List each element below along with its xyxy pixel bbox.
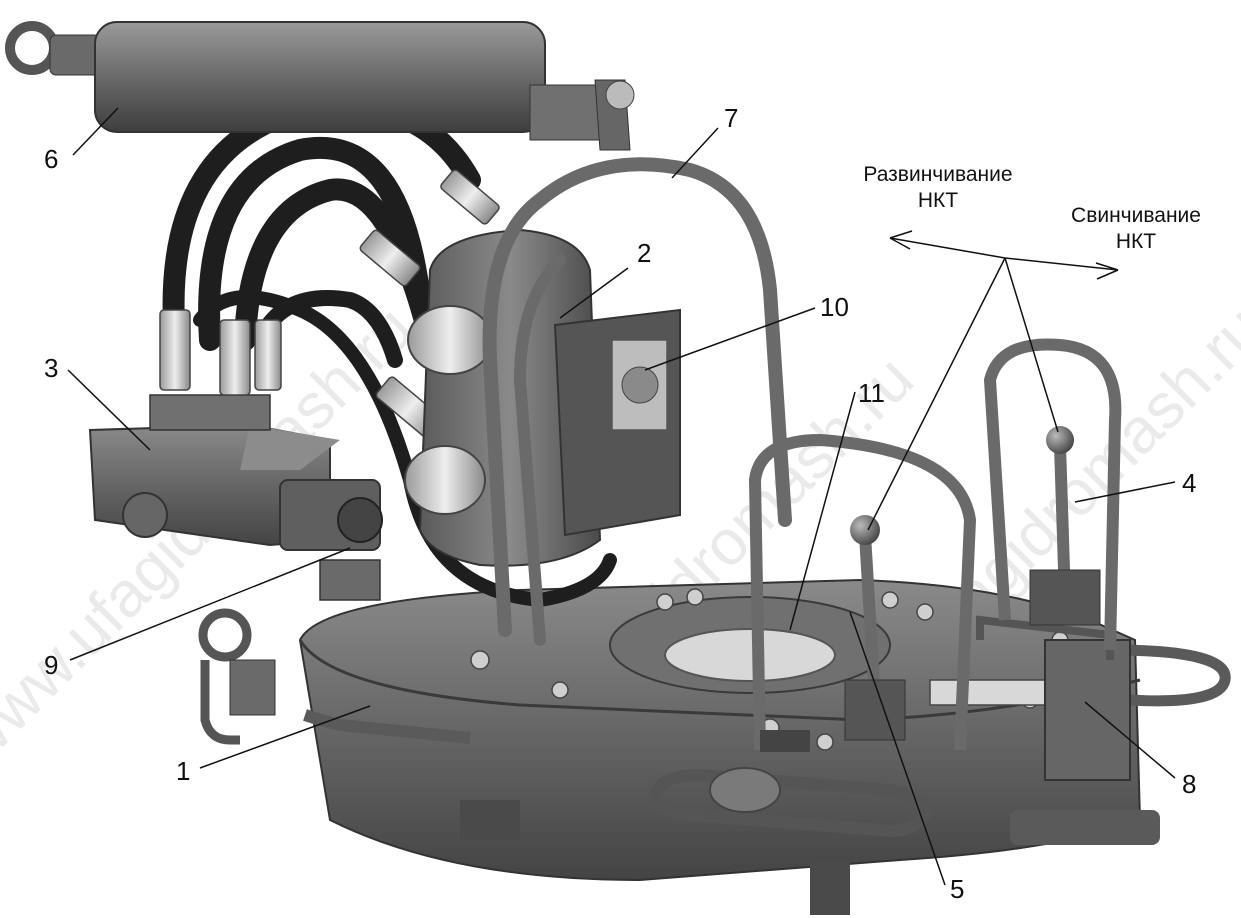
hose-fittings <box>159 169 500 440</box>
latch-assembly <box>929 615 1131 781</box>
screw-label-line1: Свинчивание <box>1071 204 1201 227</box>
callout-9: 9 <box>44 650 59 680</box>
callout-1: 1 <box>176 756 191 786</box>
callout-6: 6 <box>44 144 59 174</box>
unscrew-label-line1: Развинчивание <box>863 163 1013 186</box>
direction-arrows <box>867 230 1119 531</box>
unscrew-direction-label: Развинчивание НКТ <box>838 162 1038 215</box>
screw-label-line2: НКТ <box>1115 230 1157 254</box>
hydraulic-motor <box>404 228 681 567</box>
hydraulic-distributor <box>88 394 383 745</box>
guard-frame <box>482 157 792 646</box>
handle-5 <box>748 433 977 752</box>
hydraulic-cylinder <box>5 21 635 151</box>
unscrew-label-line2: НКТ <box>917 189 959 213</box>
callout-11: 11 <box>858 378 885 408</box>
callout-4: 4 <box>1182 468 1197 498</box>
handle-4 <box>983 338 1122 651</box>
callout-10: 10 <box>820 292 849 322</box>
callout-3: 3 <box>44 353 59 383</box>
callout-2: 2 <box>637 238 652 268</box>
leader-lines <box>67 107 1176 886</box>
callout-8: 8 <box>1182 769 1197 799</box>
callout-5: 5 <box>950 874 965 904</box>
callout-7: 7 <box>724 103 739 133</box>
screw-direction-label: Свинчивание НКТ <box>1040 203 1232 256</box>
